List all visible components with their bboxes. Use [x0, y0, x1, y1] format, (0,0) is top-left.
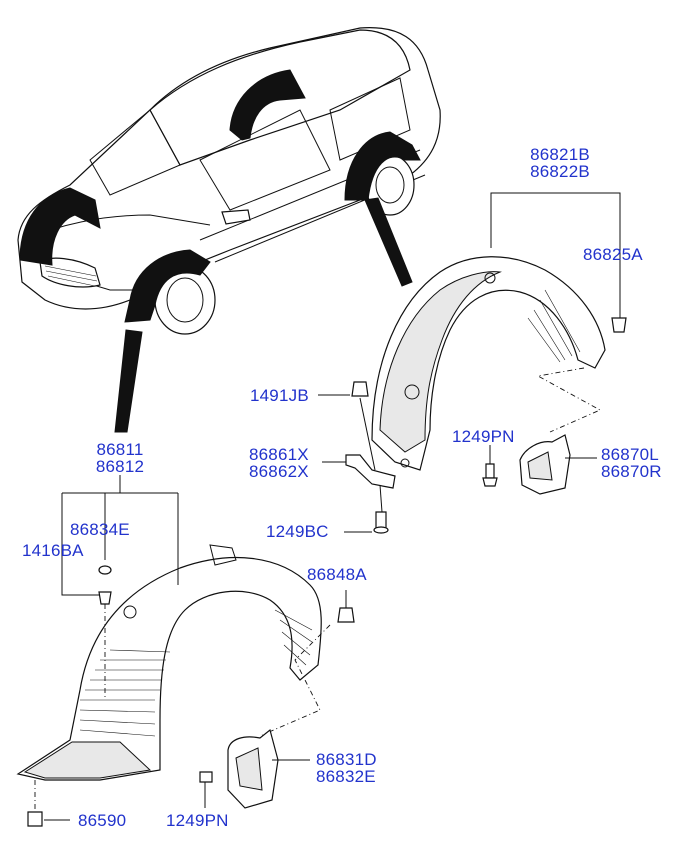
label-86590: 86590	[78, 811, 127, 830]
screw-1249bc	[344, 511, 389, 534]
label-86861x: 86861X	[249, 445, 309, 464]
label-1249pn-front: 1249PN	[166, 811, 229, 830]
label-1249pn-rear: 1249PN	[452, 427, 515, 446]
label-86825a: 86825A	[583, 245, 643, 264]
car-illustration	[17, 27, 441, 433]
label-86870l: 86870L	[601, 445, 659, 464]
label-1491jb: 1491JB	[250, 386, 309, 405]
bolt-86590	[27, 811, 70, 827]
label-1249bc: 1249BC	[266, 522, 329, 541]
label-86831d: 86831D	[316, 750, 377, 769]
label-86821b: 86821B	[530, 145, 590, 164]
rear-wheel-liner	[371, 192, 627, 471]
clip-1491jb	[318, 381, 376, 471]
label-86862x: 86862X	[249, 462, 309, 481]
front-mudguard	[199, 728, 310, 809]
rear-mudguard	[482, 434, 597, 495]
label-86812: 86812	[95, 457, 145, 476]
front-wheel-liner	[16, 475, 355, 812]
label-86832e: 86832E	[316, 767, 376, 786]
label-86870r: 86870R	[601, 462, 662, 481]
label-86834e: 86834E	[70, 520, 130, 539]
label-1416ba: 1416BA	[22, 541, 84, 560]
bracket-86861x	[322, 454, 396, 513]
label-86811: 86811	[96, 440, 144, 459]
label-86848a: 86848A	[307, 565, 367, 584]
label-86822b: 86822B	[530, 162, 590, 181]
